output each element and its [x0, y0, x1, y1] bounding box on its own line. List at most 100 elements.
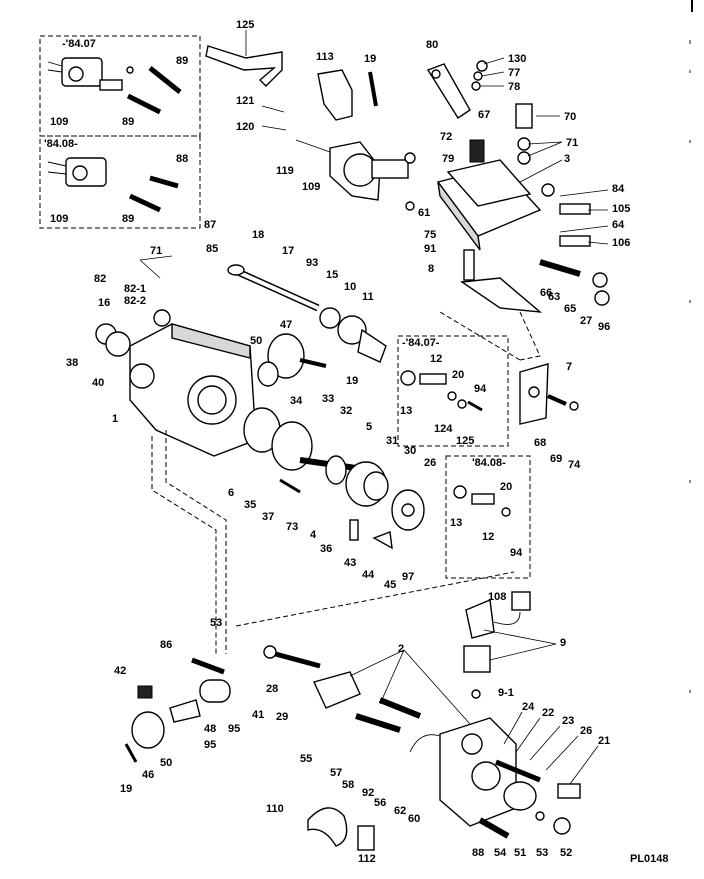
label-19: 19 [346, 375, 358, 387]
diagram-code: PL0148 [630, 853, 669, 865]
label-1: 1 [112, 413, 118, 425]
inset-box-8408-mid: '84.08- 20 13 12 94 [445, 455, 531, 579]
label-47: 47 [280, 319, 292, 331]
label-71: 71 [150, 245, 162, 257]
label-19: 19 [120, 783, 132, 795]
label-120: 120 [236, 121, 254, 133]
label-82-1: 82-1 [124, 283, 146, 295]
label-23: 23 [562, 715, 574, 727]
label-109: 109 [302, 181, 320, 193]
label-130: 130 [508, 53, 526, 65]
label-91: 91 [424, 243, 436, 255]
label-24: 24 [522, 701, 535, 713]
part-labels: 125 1 13 19 80 130 77 7 8 121 120 70 67 72… [66, 19, 630, 865]
label-8: 8 [428, 263, 434, 275]
label-29: 29 [276, 711, 288, 723]
bracket-113 [317, 69, 378, 121]
label-82-2: 82-2 [124, 295, 146, 307]
label-4: 4 [310, 529, 317, 541]
label-89: 89 [122, 213, 134, 225]
lever-7 [519, 363, 579, 425]
label-80: 80 [426, 39, 438, 51]
label-45: 45 [384, 579, 396, 591]
label-17: 17 [282, 245, 294, 257]
label-66: 66 [540, 287, 552, 299]
label-94: 94 [474, 383, 487, 395]
label-95: 95 [228, 723, 240, 735]
label-22: 22 [542, 707, 554, 719]
label-16: 16 [98, 297, 110, 309]
pump-housing [95, 309, 257, 457]
solenoid-valve-9 [463, 591, 531, 699]
label-82: 82 [94, 273, 106, 285]
label-125: 125 [236, 19, 254, 31]
label-7: 7 [566, 361, 572, 373]
inset-box-8407-mid: -'84.07- 12 20 94 13 124 125 [397, 335, 509, 447]
inset-title: '84.08- [44, 138, 78, 150]
label-42: 42 [114, 665, 126, 677]
label-40: 40 [92, 377, 104, 389]
label-96: 96 [598, 321, 610, 333]
inset-box-8408-top: '84.08- 88 89 109 [39, 135, 201, 229]
label-50: 50 [160, 757, 172, 769]
label-89: 89 [176, 55, 188, 67]
label-57: 57 [330, 767, 342, 779]
label-13: 13 [400, 405, 412, 417]
label-36: 36 [320, 543, 332, 555]
dashed-connectors [151, 311, 541, 654]
bracket-125 [205, 45, 283, 87]
label-34: 34 [290, 395, 303, 407]
label-75: 75 [424, 229, 436, 241]
label-26: 26 [424, 457, 436, 469]
label-53: 53 [210, 617, 222, 629]
label-72: 72 [440, 131, 452, 143]
label-37: 37 [262, 511, 274, 523]
label-52: 52 [560, 847, 572, 859]
label-112: 112 [358, 853, 376, 865]
label-97: 97 [402, 571, 414, 583]
label-87: 87 [204, 219, 216, 231]
label-109: 109 [50, 116, 68, 128]
label-93: 93 [306, 257, 318, 269]
drive-shaft-17 [227, 264, 387, 363]
label-68: 68 [534, 437, 546, 449]
label-110: 110 [266, 803, 284, 815]
label-71: 71 [566, 137, 578, 149]
label-2: 2 [398, 643, 404, 655]
label-119: 119 [276, 165, 294, 177]
label-73: 73 [286, 521, 298, 533]
label-85: 85 [206, 243, 218, 255]
label-44: 44 [362, 569, 375, 581]
lever-80 [426, 60, 488, 119]
label-21: 21 [598, 735, 610, 747]
label-121: 121 [236, 95, 254, 107]
label-60: 60 [408, 813, 420, 825]
label-19: 19 [364, 53, 376, 65]
label-88: 88 [176, 153, 188, 165]
label-18: 18 [252, 229, 264, 241]
label-92: 92 [362, 787, 374, 799]
label-77: 77 [508, 67, 520, 79]
label-11: 11 [362, 291, 374, 303]
label-43: 43 [344, 557, 356, 569]
label-70: 70 [564, 111, 576, 123]
inset-box-8407-top: -'84.07 89 89 109 [39, 35, 201, 137]
label-74: 74 [568, 459, 581, 471]
label-62: 62 [394, 805, 406, 817]
label-95: 95 [204, 739, 216, 751]
page-edge-marks [689, 0, 693, 693]
label-55: 55 [300, 753, 312, 765]
label-53: 53 [536, 847, 548, 859]
label-9: 9 [560, 637, 566, 649]
label-124: 124 [434, 423, 453, 435]
label-106: 106 [612, 237, 630, 249]
plunger-assembly [124, 645, 361, 763]
label-67: 67 [478, 109, 490, 121]
label-30: 30 [404, 445, 416, 457]
label-54: 54 [494, 847, 507, 859]
label-15: 15 [326, 269, 338, 281]
governor-cover-3 [436, 103, 542, 251]
label-88: 88 [472, 847, 484, 859]
label-32: 32 [340, 405, 352, 417]
